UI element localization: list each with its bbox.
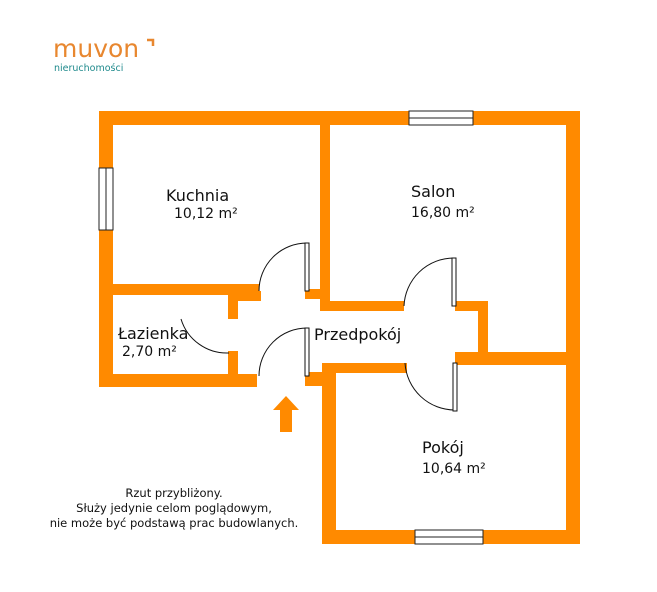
disclaimer-line-3: nie może być podstawą prac budowlanych. <box>50 516 299 530</box>
windows <box>98 110 484 545</box>
window-top <box>408 110 474 126</box>
entrance-arrow-icon <box>273 396 299 432</box>
room-kitchen-name: Kuchnia <box>166 186 229 205</box>
doors <box>180 242 458 412</box>
door-hall <box>258 327 310 377</box>
room-hall-name: Przedpokój <box>314 325 401 344</box>
door-living-room <box>403 257 457 307</box>
room-living-area: 16,80 m² <box>411 205 475 221</box>
room-hall: Przedpokój <box>314 325 401 344</box>
window-bottom <box>414 529 484 545</box>
logo-tagline: nieruchomości <box>54 63 123 74</box>
logo-brand: muvon <box>53 34 139 63</box>
room-bedroom-area: 10,64 m² <box>422 461 486 477</box>
room-kitchen: Kuchnia 10,12 m² <box>166 186 238 222</box>
window-left <box>98 167 114 231</box>
door-bedroom <box>404 362 458 412</box>
room-living: Salon 16,80 m² <box>411 182 475 221</box>
door-kitchen <box>258 242 310 292</box>
door-bathroom <box>180 318 230 354</box>
room-bathroom: Łazienka 2,70 m² <box>117 324 188 360</box>
room-bathroom-area: 2,70 m² <box>122 344 177 360</box>
logo: muvon nieruchomości <box>53 34 155 74</box>
room-living-name: Salon <box>411 182 455 201</box>
room-bathroom-name: Łazienka <box>117 324 188 343</box>
room-kitchen-area: 10,12 m² <box>174 206 238 222</box>
disclaimer-line-1: Rzut przybliżony. <box>125 486 222 500</box>
disclaimer: Rzut przybliżony. Służy jedynie celom po… <box>50 486 299 530</box>
logo-mark-icon <box>147 38 155 46</box>
disclaimer-line-2: Służy jedynie celom poglądowym, <box>76 501 272 515</box>
room-bedroom: Pokój 10,64 m² <box>422 438 486 477</box>
room-bedroom-name: Pokój <box>422 438 464 457</box>
walls <box>99 111 580 544</box>
